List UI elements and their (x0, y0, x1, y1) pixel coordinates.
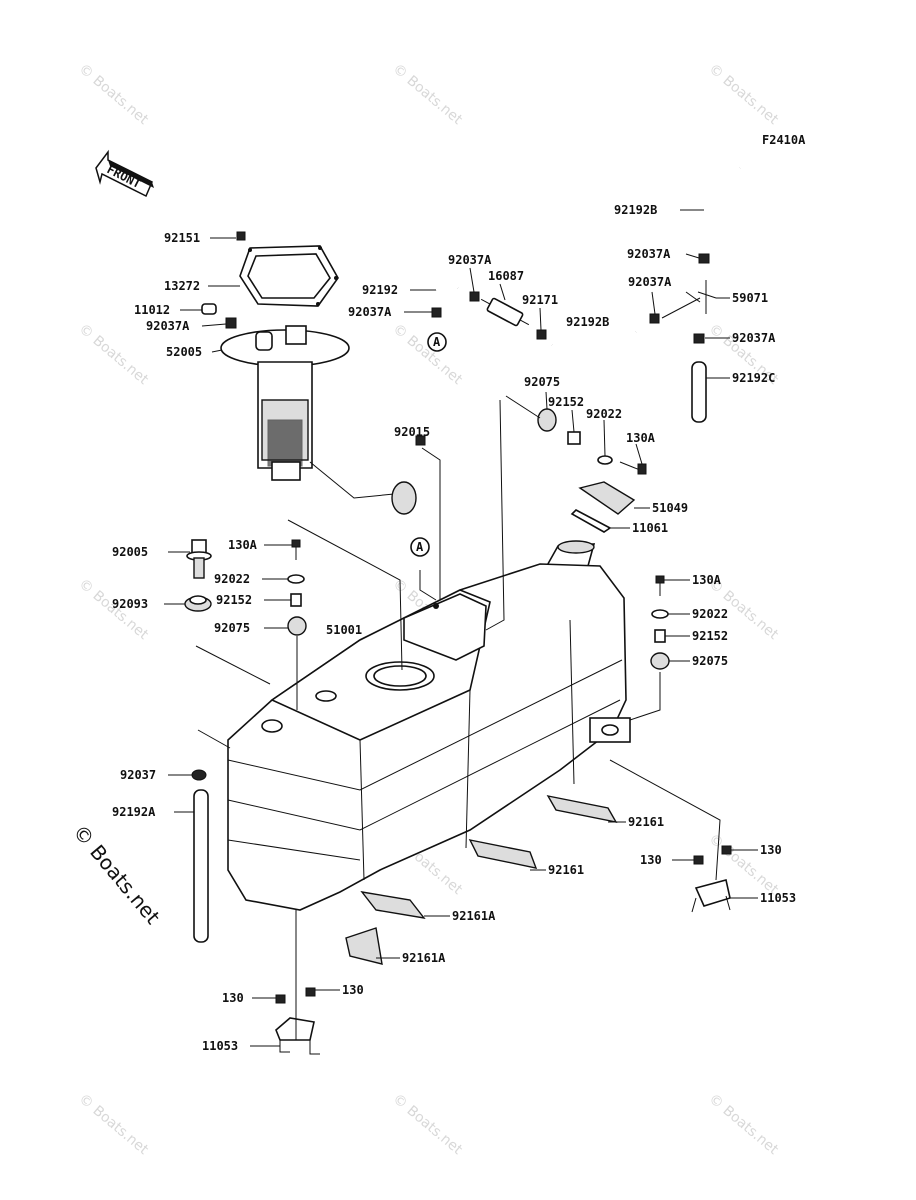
callout: 92022 (214, 572, 250, 586)
front-arrow-icon: FRONT (95, 149, 154, 198)
callout: 130 (342, 983, 364, 997)
callout: 92022 (692, 607, 728, 621)
callout: A (433, 335, 441, 349)
callout: 92022 (586, 407, 622, 421)
leader-lines (164, 209, 758, 1047)
callout: 51001 (326, 623, 362, 637)
watermark: © Boats.net (389, 1091, 465, 1158)
callout: 92192 (362, 283, 398, 297)
callout: 92015 (394, 425, 430, 439)
callout: 92075 (692, 654, 728, 668)
callout: 92192A (112, 805, 156, 819)
callout: 92151 (164, 231, 200, 245)
callout: 92037A (627, 247, 671, 261)
left-hardware (184, 539, 307, 943)
callout: 11053 (760, 891, 796, 905)
callout: 92161 (548, 863, 584, 877)
callout: 16087 (488, 269, 524, 283)
callout: 92161A (402, 951, 446, 965)
callout: 92152 (692, 629, 728, 643)
callout: 92075 (214, 621, 250, 635)
callout: 92093 (112, 597, 148, 611)
watermark: © Boats.net (389, 321, 465, 388)
callout: 130 (222, 991, 244, 1005)
callout: 92075 (524, 375, 560, 389)
vent-hose-assembly (427, 164, 742, 423)
side-watermark: © Boats.net (68, 820, 165, 929)
watermark: © Boats.net (75, 1091, 151, 1158)
callout: 92037A (732, 331, 776, 345)
callout: 92037A (448, 253, 492, 267)
callout: 92037 (120, 768, 156, 782)
front-label: FRONT (105, 162, 144, 191)
watermark: © Boats.net (705, 1091, 781, 1158)
callout: 130 (760, 843, 782, 857)
callout: 92037A (348, 305, 392, 319)
lower-brackets (275, 845, 732, 1055)
callout: 92037A (628, 275, 672, 289)
watermark: © Boats.net (705, 61, 781, 128)
callout: 130A (626, 431, 656, 445)
callout: 13272 (164, 279, 200, 293)
callout: 92171 (522, 293, 558, 307)
callout: 92192B (614, 203, 657, 217)
callout: 130 (640, 853, 662, 867)
callout: 11012 (134, 303, 170, 317)
callout: 92037A (146, 319, 190, 333)
callout: A (416, 540, 424, 554)
nut-icon (415, 435, 426, 446)
callout: 59071 (732, 291, 768, 305)
callout: 92152 (548, 395, 584, 409)
callout: 51049 (652, 501, 688, 515)
callout: 92161 (628, 815, 664, 829)
callout: 92192B (566, 315, 609, 329)
right-hardware (650, 575, 670, 670)
watermark: © Boats.net (75, 61, 151, 128)
fuel-tank-body (227, 563, 631, 911)
callout: 92152 (216, 593, 252, 607)
tank-pads (345, 795, 618, 965)
callout: 11061 (632, 521, 668, 535)
callout: 130A (692, 573, 722, 587)
callout: 92005 (112, 545, 148, 559)
watermark: © Boats.net (389, 61, 465, 128)
callout: 130A (228, 538, 258, 552)
callout: 52005 (166, 345, 202, 359)
reference-a-icon (410, 537, 430, 557)
figure-code: F2410A (762, 133, 806, 147)
callout-labels: 92192B 92037A 92037A 59071 92037A 92192C… (112, 203, 796, 1053)
callout: 11053 (202, 1039, 238, 1053)
watermark: © Boats.net (75, 321, 151, 388)
callout: 92192C (732, 371, 775, 385)
fuel-pump-assembly (201, 231, 417, 515)
callout: 92161A (452, 909, 496, 923)
